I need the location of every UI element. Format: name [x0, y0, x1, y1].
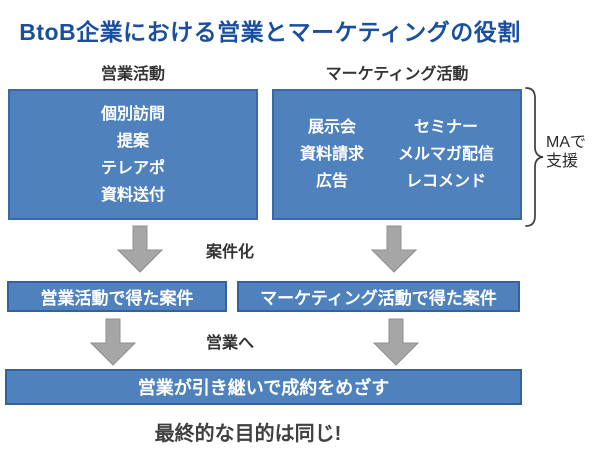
marketing-leads-bar: マーケティング活動で得た案件: [237, 281, 520, 312]
ma-support-line2: 支援: [546, 153, 579, 170]
sales-leads-bar: 営業活動で得た案件: [7, 281, 227, 312]
diagram-title: BtoB企業における営業とマーケティングの役割: [19, 19, 521, 45]
marketing-activity-item: レコメンド: [406, 173, 487, 190]
down-arrow-icon: [117, 225, 163, 273]
marketing-activity-item: 資料請求: [299, 146, 364, 163]
sales-activity-item: 個別訪問: [100, 105, 165, 123]
stage-label-leads: 案件化: [205, 244, 254, 261]
bottom-caption: 最終的な目的は同じ!: [154, 423, 342, 445]
marketing-activity-item: セミナー: [414, 119, 479, 136]
down-arrow-icon: [373, 318, 419, 366]
sales-column-header: 営業活動: [100, 66, 165, 83]
sales-activity-item: 提案: [116, 132, 149, 150]
curly-brace-icon: [525, 87, 544, 227]
down-arrow-icon: [90, 318, 136, 366]
ma-support-label: MAで 支援: [546, 133, 586, 171]
marketing-activities-box: 展示会 資料請求 広告 セミナー メルマガ配信 レコメンド: [272, 89, 522, 220]
final-goal-bar: 営業が引き継いで成約をめざす: [5, 369, 522, 405]
sales-activity-item: 資料送付: [100, 186, 165, 204]
stage-label-to-sales: 営業へ: [205, 335, 254, 352]
marketing-activities-column-2: セミナー メルマガ配信 レコメンド: [398, 114, 494, 195]
marketing-activity-item: 広告: [315, 173, 348, 190]
sales-activity-item: テレアポ: [100, 159, 165, 177]
marketing-activities-column-1: 展示会 資料請求 広告: [300, 114, 364, 195]
marketing-activity-item: 展示会: [307, 119, 356, 136]
ma-support-line1: MAで: [546, 134, 587, 151]
marketing-column-header: マーケティング活動: [325, 66, 469, 83]
down-arrow-icon: [371, 225, 417, 273]
sales-activities-box: 個別訪問 提案 テレアポ 資料送付: [8, 89, 258, 220]
marketing-activity-item: メルマガ配信: [398, 146, 495, 163]
